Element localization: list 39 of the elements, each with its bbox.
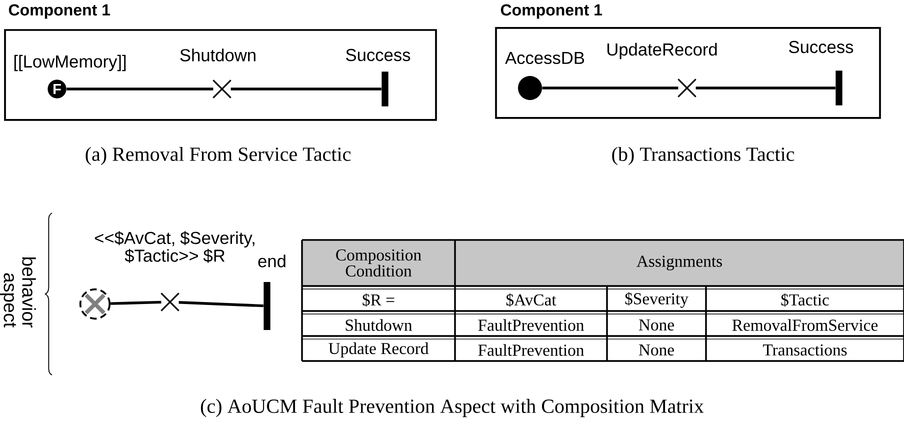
component-box [4,4,437,121]
component-heading: Component 1 [8,4,110,19]
table-cell-text: FaultPrevention [478,344,584,356]
stub-drawing [79,288,111,320]
table-header: Assignments [636,256,722,270]
responsibility-label: <<$AvCat, $Severity, $Tactic>> $R [94,231,254,263]
path-line [696,86,836,90]
path-line [66,88,214,90]
vertical-label: behavior [22,257,36,328]
subfigure-caption: (a) Removal From Service Tactic [86,146,351,166]
path-line [178,301,264,308]
vertical-label: aspect [0,273,16,328]
table-cell-text: None [638,319,674,331]
subfigure-caption: (b) Transactions Tactic [612,146,794,166]
table-cell-text: Transactions [763,344,847,356]
responsibility-label: Shutdown [180,48,256,62]
path-line [542,86,678,90]
table-header: Composition Condition [336,249,422,277]
table-cell-text: $R = [362,293,394,307]
table-cell-text: $AvCat [506,293,556,307]
component-heading: Component 1 [500,4,602,19]
table-cell-text: Update Record [328,342,429,358]
table-cell-text: $Tactic [781,293,829,307]
table-cell-text: RemovalFromService [732,319,878,331]
end-label: end [258,254,286,268]
responsibility-label: UpdateRecord [607,42,717,60]
start-point: F [48,80,66,98]
table-cell-text: FaultPrevention [478,319,584,331]
path-line [230,88,382,90]
table-cell-text: None [638,344,674,356]
path-line [110,300,162,305]
start-label: [[LowMemory]] [14,54,126,72]
end-label: Success [346,48,410,62]
start-label: AccessDB [505,52,584,64]
component-box [495,4,881,119]
subfigure-caption: (c) AoUCM Fault Prevention Aspect with Composition Matrix [200,398,704,418]
table-cell-text: $Severity [625,292,688,308]
table-cell-text: Shutdown [346,319,412,331]
end-label: Success [789,40,854,54]
